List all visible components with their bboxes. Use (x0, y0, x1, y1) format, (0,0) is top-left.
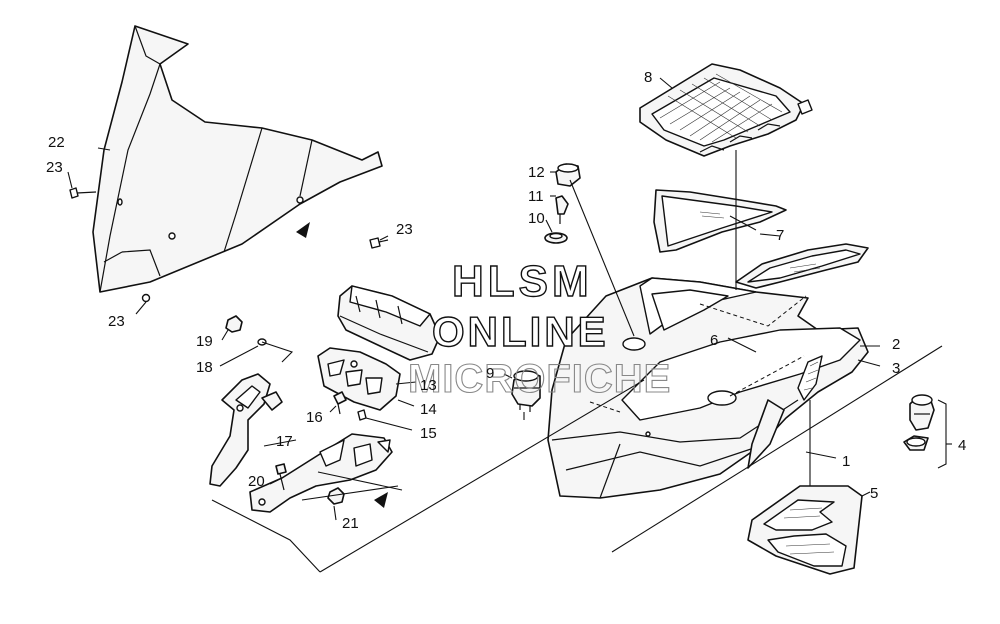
windshield-screw (69, 187, 389, 303)
watermark-line2: ONLINE (432, 308, 609, 355)
callout-23b: 23 (396, 221, 413, 238)
callout-6: 6 (710, 332, 718, 349)
gauge-bracket (317, 347, 401, 411)
callout-4: 4 (958, 437, 966, 454)
callout-labels: 22 23 23 23 8 7 12 11 10 6 2 3 9 19 18 1… (46, 69, 966, 532)
callout-1: 1 (842, 453, 850, 470)
assembly-frame (211, 341, 943, 573)
ignition-key-set (544, 163, 581, 244)
callout-14: 14 (420, 401, 437, 418)
callout-18: 18 (196, 359, 213, 376)
callout-5: 5 (870, 485, 878, 502)
callout-21: 21 (342, 515, 359, 532)
callout-10: 10 (528, 210, 545, 227)
callout-13: 13 (420, 377, 437, 394)
nut-washer (225, 315, 267, 346)
callout-12: 12 (528, 164, 545, 181)
leader-lines (67, 77, 952, 521)
main-hood (547, 277, 869, 499)
watermark-line1: HLSM (452, 257, 593, 306)
vent-panel (653, 189, 869, 289)
callout-23c: 23 (108, 313, 125, 330)
fuel-cap (903, 394, 935, 451)
callout-20: 20 (248, 473, 265, 490)
gauge (337, 285, 441, 361)
callout-22: 22 (48, 134, 65, 151)
watermark: HLSM ONLINE MICROFICHE (407, 256, 671, 401)
callout-16: 16 (306, 409, 323, 426)
callout-2: 2 (892, 336, 900, 353)
small-fasteners (333, 391, 367, 421)
callout-17: 17 (276, 433, 293, 450)
callout-9: 9 (486, 365, 494, 382)
callout-15: 15 (420, 425, 437, 442)
callout-11: 11 (528, 188, 544, 205)
callout-19: 19 (196, 333, 213, 350)
callout-8: 8 (644, 69, 652, 86)
bracket-fasteners (275, 463, 345, 505)
storage-tray (639, 63, 813, 157)
pad (747, 485, 863, 575)
callout-7: 7 (776, 227, 784, 244)
callout-3: 3 (892, 360, 900, 377)
windshield (92, 25, 383, 293)
watermark-line3: MICROFICHE (408, 357, 671, 401)
callout-23a: 23 (46, 159, 63, 176)
ignition-switch (511, 370, 541, 412)
